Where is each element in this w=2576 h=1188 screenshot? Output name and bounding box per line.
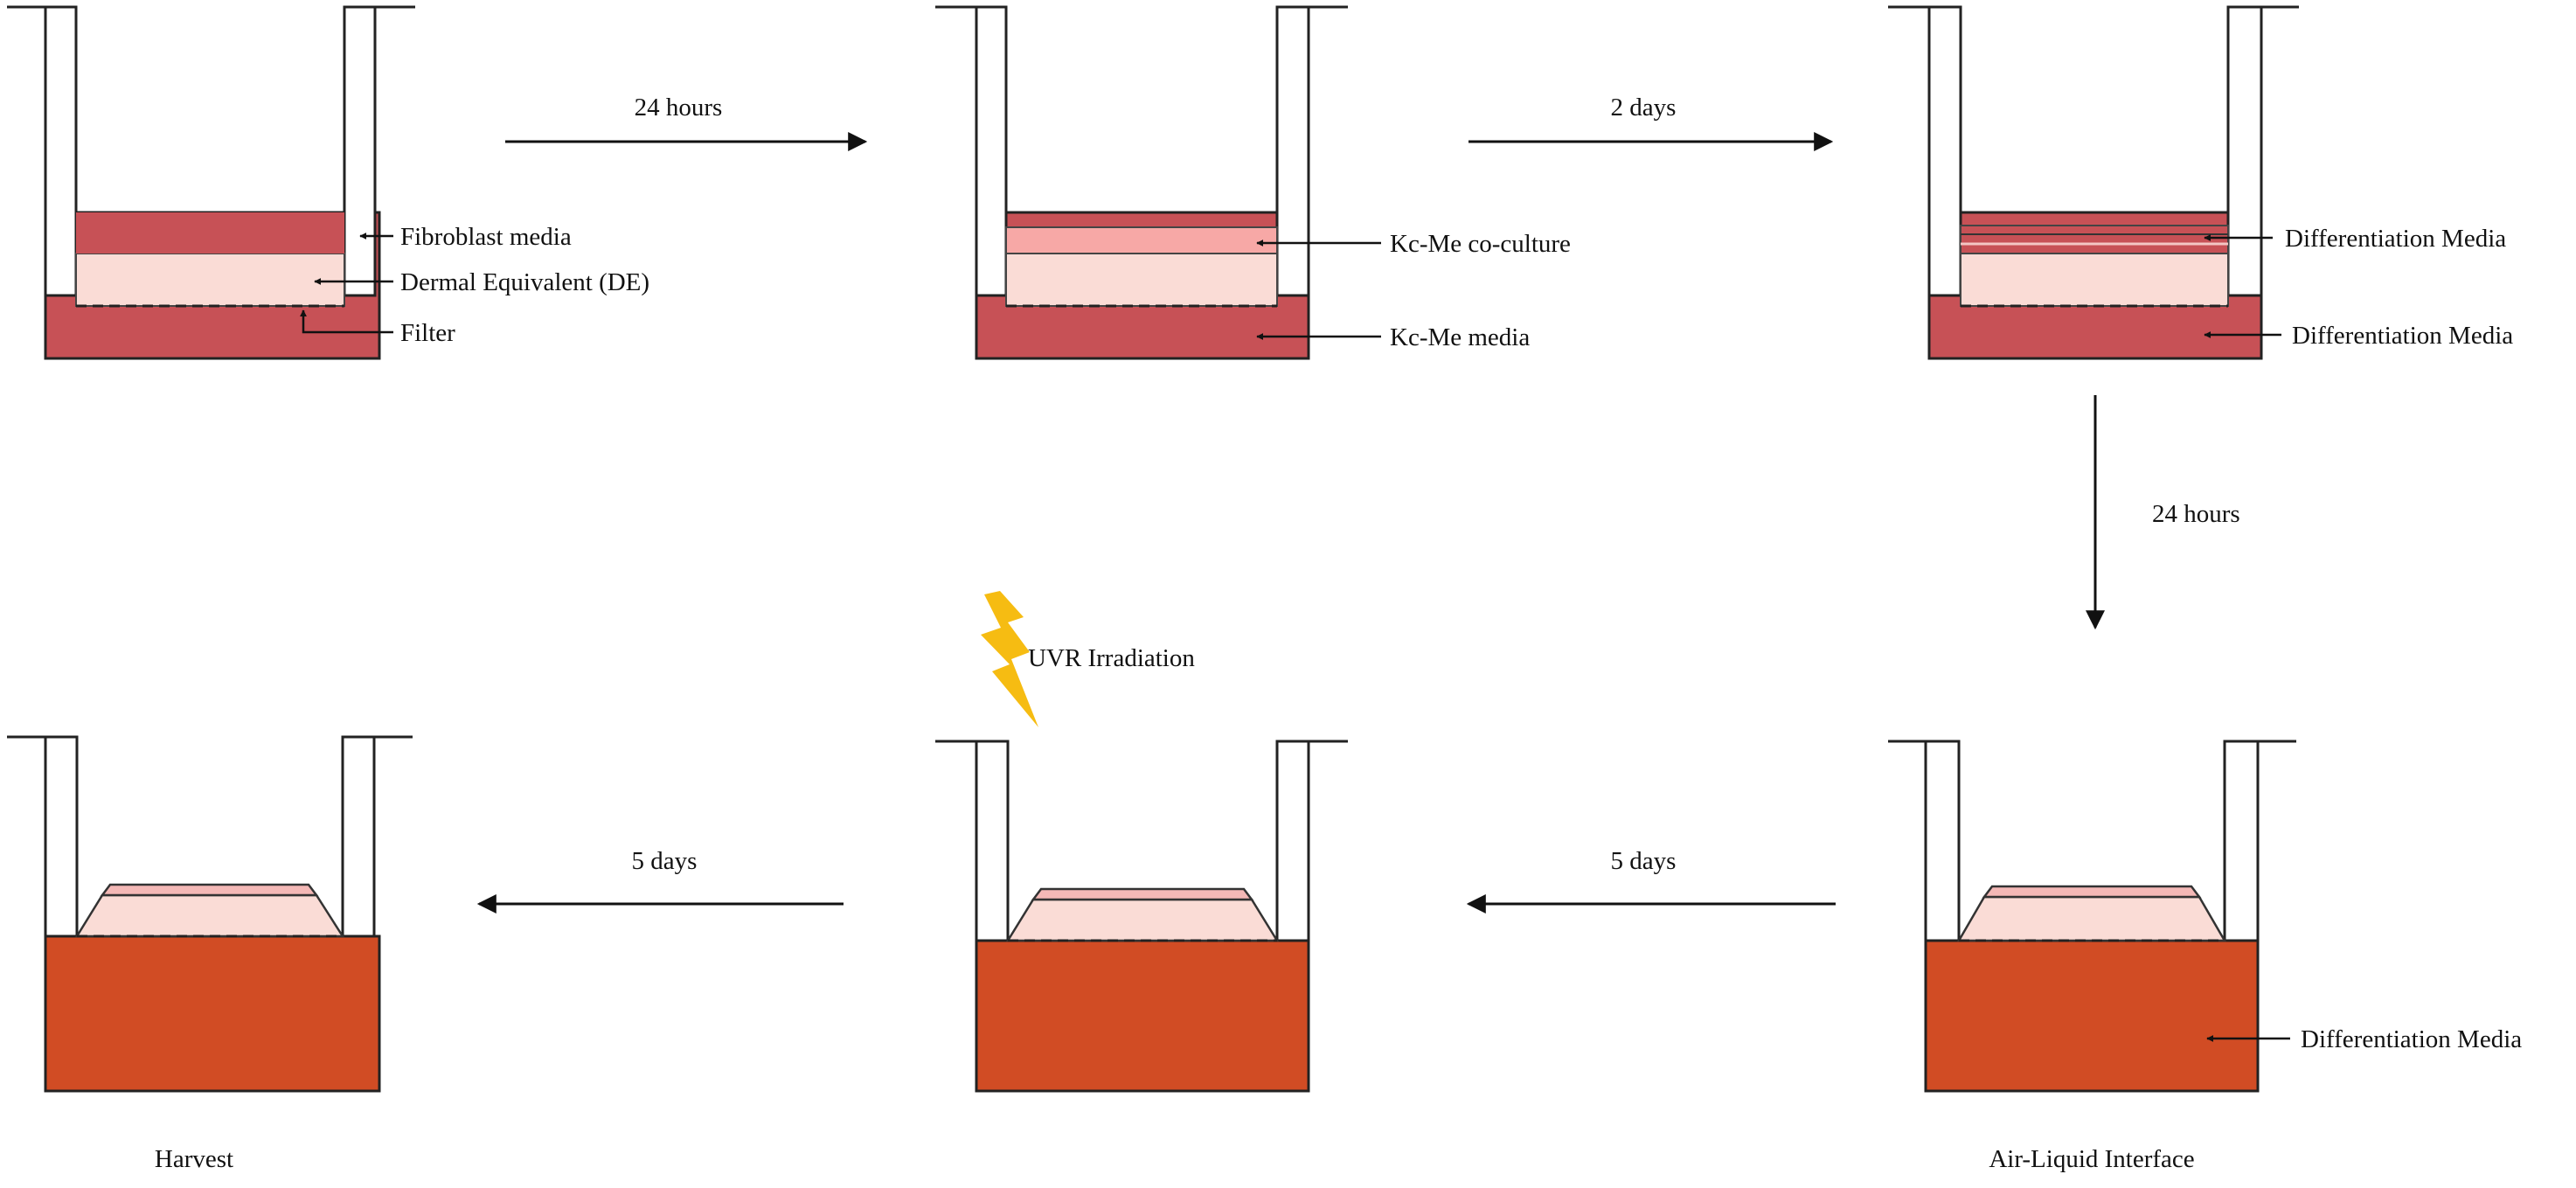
step-4-labels: Differentiation Media Air-Liquid Interfa… <box>1989 1025 2522 1173</box>
epidermis-layer <box>100 883 319 897</box>
dermal-equivalent-layer <box>1005 253 1278 307</box>
step-3-labels: Differentiation Media Differentiation Me… <box>2204 225 2513 350</box>
label-dermal-equivalent: Dermal Equivalent (DE) <box>400 268 649 296</box>
well-base-media <box>1924 939 2260 1093</box>
insert-wall-left <box>975 5 1008 297</box>
well-base-media <box>975 939 1310 1093</box>
label-ali-differentiation-media: Differentiation Media <box>2301 1025 2522 1053</box>
transition-arrow-2: 2 days <box>1469 94 1834 151</box>
step-4-well <box>1888 740 2296 1093</box>
step-5-well <box>935 740 1348 1093</box>
dermal-equivalent-contracted <box>74 893 345 938</box>
step-5-uvr: UVR Irradiation <box>981 591 1195 727</box>
transition-arrow-1: 24 hours <box>505 94 868 151</box>
transition-label-4: 5 days <box>1611 847 1677 875</box>
insert-inner-media-top <box>76 212 344 254</box>
insert-wall-right <box>343 5 377 297</box>
insert-wall-right <box>2226 5 2263 297</box>
transition-label-1: 24 hours <box>635 94 723 122</box>
transition-label-2: 2 days <box>1611 94 1677 122</box>
insert-wall-left <box>1927 5 1962 297</box>
upper-media-layer <box>1960 225 2229 254</box>
caption-air-liquid-interface: Air-Liquid Interface <box>1989 1145 2194 1173</box>
insert-wall-right <box>2223 740 2260 942</box>
dermal-equivalent-layer <box>75 253 345 307</box>
insert-wall-left <box>975 740 1010 942</box>
insert-wall-left <box>1924 740 1961 942</box>
insert-wall-left <box>44 5 78 297</box>
label-fibroblast-media: Fibroblast media <box>400 223 572 251</box>
transition-arrow-3: 24 hours <box>2086 395 2240 630</box>
label-lower-differentiation-media: Differentiation Media <box>2292 322 2513 350</box>
epidermis-layer <box>1982 885 2202 899</box>
transition-label-5: 5 days <box>632 847 698 875</box>
transition-label-3: 24 hours <box>2152 500 2240 528</box>
well-base-media <box>44 934 381 1093</box>
dermal-equivalent-layer <box>1960 253 2229 307</box>
step-3-well <box>1888 5 2299 360</box>
lightning-icon <box>981 591 1038 727</box>
step-1-well <box>7 5 415 360</box>
caption-harvest: Harvest <box>155 1145 233 1173</box>
transition-arrow-4: 5 days <box>1466 847 1836 914</box>
dermal-equivalent-contracted <box>1005 898 1280 942</box>
epidermis-layer <box>1031 887 1254 901</box>
transition-arrow-5: 5 days <box>476 847 844 914</box>
label-filter: Filter <box>400 319 455 347</box>
insert-wall-left <box>44 735 79 938</box>
label-coculture: Kc-Me co-culture <box>1390 230 1571 258</box>
insert-wall-right <box>341 735 376 938</box>
label-uvr-irradiation: UVR Irradiation <box>1028 644 1195 672</box>
insert-wall-right <box>1275 5 1310 297</box>
step-6-well <box>7 735 413 1093</box>
step-6-labels: Harvest <box>155 1145 233 1173</box>
dermal-equivalent-contracted <box>1956 895 2227 942</box>
insert-wall-right <box>1275 740 1310 942</box>
label-kc-me-media: Kc-Me media <box>1390 323 1530 351</box>
step-1-labels: Fibroblast media Dermal Equivalent (DE) … <box>300 223 649 347</box>
step-2-labels: Kc-Me co-culture Kc-Me media <box>1256 230 1571 351</box>
step-2-well <box>935 5 1348 360</box>
label-upper-differentiation-media: Differentiation Media <box>2285 225 2506 253</box>
pointer-filter <box>300 309 393 334</box>
coculture-layer <box>1005 226 1278 254</box>
